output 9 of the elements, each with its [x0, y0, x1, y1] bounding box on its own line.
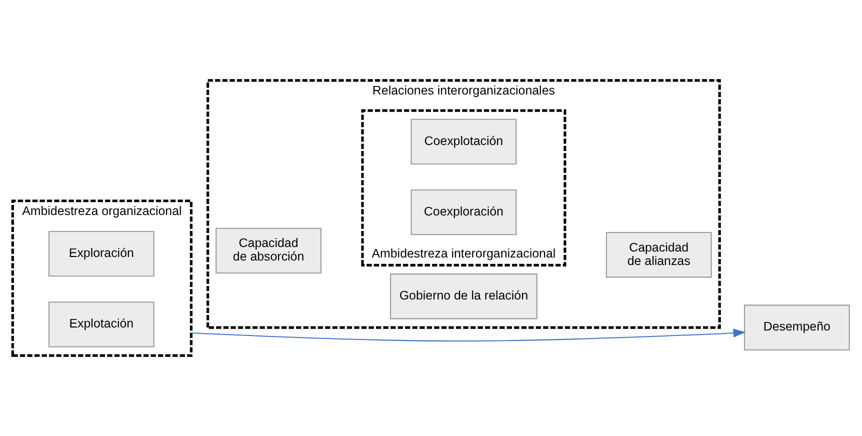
node-box: Capacidad de absorción — [216, 228, 322, 274]
node-box: Coexploración — [410, 189, 517, 236]
node-box: Exploración — [48, 230, 154, 277]
node-box: Gobierno de la relación — [390, 274, 538, 320]
node-box: Coexplotación — [410, 118, 517, 165]
arrow — [191, 328, 746, 342]
node-box: Capacidad de alianzas — [606, 232, 712, 278]
node-box: Desempeño — [744, 304, 850, 350]
node-box: Explotación — [48, 302, 154, 348]
